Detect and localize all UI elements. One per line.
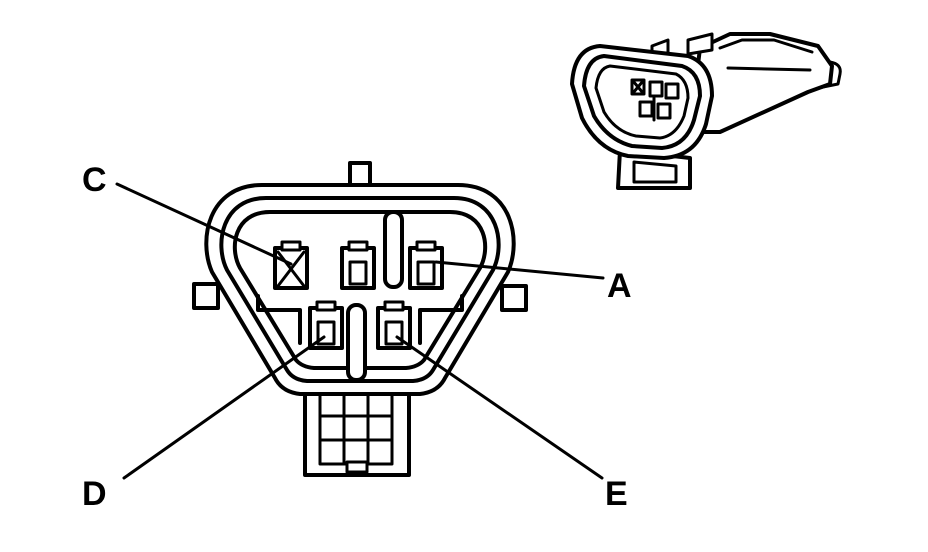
left-lower-pocket (256, 294, 302, 345)
connector-isometric-view (570, 32, 842, 190)
terminal-cavity-b (340, 240, 376, 290)
iso-top-tab-2 (686, 32, 714, 56)
iso-terminal-d (638, 100, 654, 118)
leader-line-a (434, 260, 605, 280)
label-c: C (82, 161, 107, 199)
leader-line-c (115, 182, 293, 266)
label-a: A (607, 267, 632, 305)
upper-polarization-key (383, 210, 404, 289)
label-d: D (82, 475, 107, 513)
lower-polarization-key (346, 303, 367, 382)
terminal-cavity-d (308, 300, 344, 350)
leader-line-e (395, 335, 604, 480)
iso-terminal-e (656, 102, 672, 120)
connector-seal-ring (219, 196, 501, 383)
iso-terminal-b (648, 80, 664, 98)
right-lower-pocket (418, 294, 464, 345)
terminal-cavity-c (273, 240, 309, 290)
label-e: E (605, 475, 628, 513)
right-ear (500, 284, 528, 312)
iso-terminal-a (664, 82, 680, 100)
left-ear (192, 282, 220, 310)
wire-housing (303, 383, 411, 477)
connector-face-view (192, 161, 528, 477)
leader-line-d (122, 335, 326, 480)
connector-inner-insert (232, 210, 488, 370)
terminal-cavity-e (376, 300, 412, 350)
terminal-cavity-a (408, 240, 444, 290)
